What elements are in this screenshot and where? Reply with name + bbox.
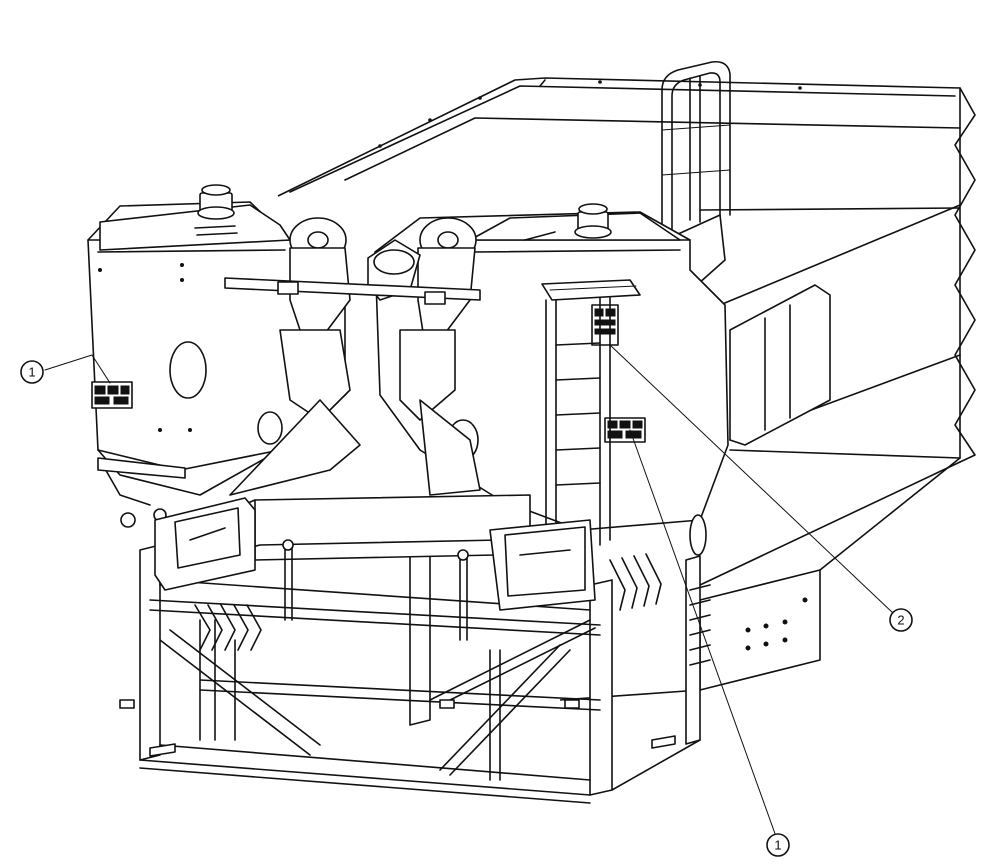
warning-decal-left [91,381,133,409]
warning-decal-right-lower [604,417,646,443]
callout-1-left-label: 1 [28,365,35,380]
warning-decal-right-upper [591,304,619,346]
edge-rivets [378,80,802,148]
ladder [541,279,641,546]
callout-1-bottom-label: 1 [774,838,781,853]
center-chutes [224,217,481,496]
conveyor-tray [154,494,711,666]
left-hopper [87,184,346,528]
callout-2-label: 2 [897,613,904,628]
leader-lines [44,344,894,843]
callout-1-bottom: 1 [766,833,790,857]
callout-1-left: 1 [20,360,44,384]
panel-bolts [745,597,808,651]
callout-2: 2 [889,608,913,632]
